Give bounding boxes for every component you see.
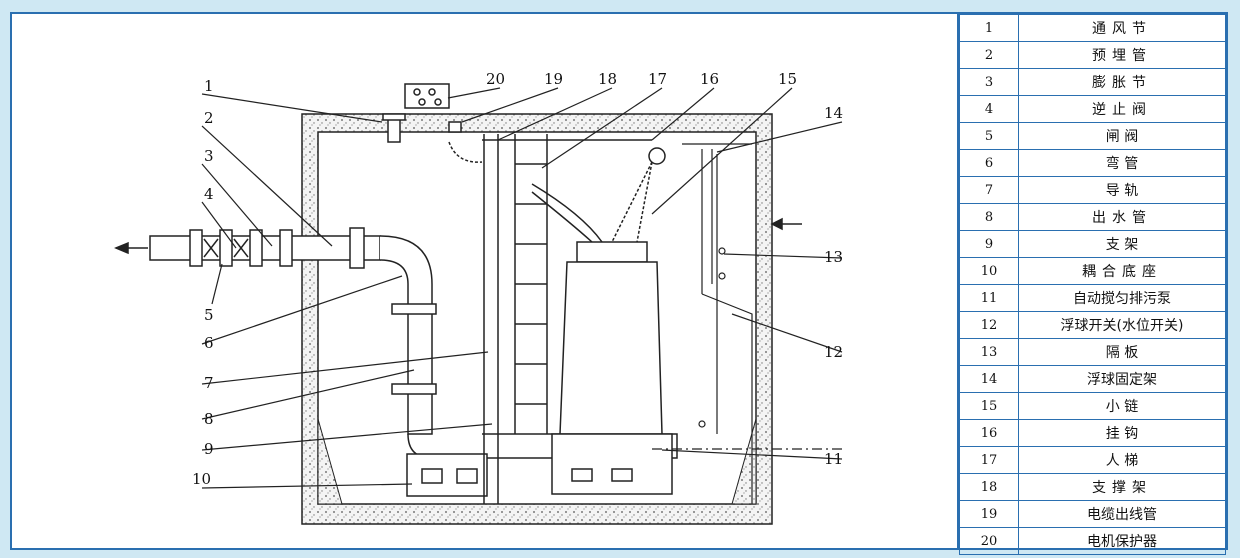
legend-part-name: 通风节: [1018, 14, 1226, 42]
legend-number: 19: [959, 500, 1019, 528]
outlet-pipe: [114, 227, 678, 459]
legend-number: 11: [959, 284, 1019, 312]
top-fittings: [382, 83, 802, 231]
legend-part-name: 逆止阀: [1018, 95, 1226, 123]
legend-part-name: 出水管: [1018, 203, 1226, 231]
callout-3: 3: [204, 147, 214, 165]
legend-number: 7: [959, 176, 1019, 204]
legend-part-name: 支撑架: [1018, 473, 1226, 501]
legend-part-name: 人 梯: [1018, 446, 1226, 474]
legend-number: 8: [959, 203, 1019, 231]
legend-number: 2: [959, 41, 1019, 69]
callout-5: 5: [204, 306, 214, 324]
callout-1: 1: [204, 77, 214, 95]
legend-part-name: 导 轨: [1018, 176, 1226, 204]
legend-number: 5: [959, 122, 1019, 150]
callout-6: 6: [204, 334, 214, 352]
legend-part-name: 电机保护器: [1018, 527, 1226, 555]
legend-number: 1: [959, 14, 1019, 42]
legend-part-name: 电缆出线管: [1018, 500, 1226, 528]
callout-leaders: [201, 87, 843, 489]
callout-14: 14: [824, 104, 843, 122]
legend-part-name: 隔 板: [1018, 338, 1226, 366]
figure-frame: 1 2 3 4 5 6 7 8 9 10 11 12 13 14 15 16 1…: [10, 12, 1228, 555]
callout-13: 13: [824, 248, 843, 266]
callout-9: 9: [204, 440, 214, 458]
legend-part-name: 浮球固定架: [1018, 365, 1226, 393]
legend-number: 4: [959, 95, 1019, 123]
diagram-svg: 1 2 3 4 5 6 7 8 9 10 11 12 13 14 15 16 1…: [114, 70, 843, 525]
callout-12: 12: [824, 343, 843, 361]
base-and-rails: [406, 134, 652, 504]
legend-part-name: 支 架: [1018, 230, 1226, 258]
callout-17: 17: [648, 70, 667, 88]
legend-part-name: 浮球开关(水位开关): [1018, 311, 1226, 339]
legend-part-name: 膨胀节: [1018, 68, 1226, 96]
legend-number: 9: [959, 230, 1019, 258]
callout-10: 10: [192, 470, 211, 488]
legend-number: 13: [959, 338, 1019, 366]
legend-number: 17: [959, 446, 1019, 474]
legend-part-name: 小 链: [1018, 392, 1226, 420]
legend-number: 14: [959, 365, 1019, 393]
legend-number: 10: [959, 257, 1019, 285]
pump-body: [531, 147, 673, 495]
legend-number: 12: [959, 311, 1019, 339]
legend-part-name: 自动搅匀排污泵: [1018, 284, 1226, 312]
pump-station-diagram: 1 2 3 4 5 6 7 8 9 10 11 12 13 14 15 16 1…: [12, 14, 957, 548]
callout-labels: 1 2 3 4 5 6 7 8 9 10 11 12 13 14 15 16 1…: [192, 70, 843, 488]
callout-16: 16: [700, 70, 719, 88]
legend-number: 3: [959, 68, 1019, 96]
legend-part-name: 闸 阀: [1018, 122, 1226, 150]
legend-number: 15: [959, 392, 1019, 420]
legend-number: 6: [959, 149, 1019, 177]
callout-2: 2: [204, 109, 214, 127]
legend-number: 16: [959, 419, 1019, 447]
callout-19: 19: [544, 70, 563, 88]
legend-part-name: 挂 钩: [1018, 419, 1226, 447]
callout-15: 15: [778, 70, 797, 88]
callout-4: 4: [204, 185, 214, 203]
callout-18: 18: [598, 70, 617, 88]
callout-11: 11: [824, 450, 843, 468]
float-switches: [652, 143, 842, 504]
legend-number: 20: [959, 527, 1019, 555]
callout-7: 7: [204, 374, 214, 392]
pit-walls: [301, 113, 773, 525]
legend-part-name: 耦合底座: [1018, 257, 1226, 285]
legend-part-name: 预埋管: [1018, 41, 1226, 69]
callout-20: 20: [486, 70, 505, 88]
legend-number: 18: [959, 473, 1019, 501]
callout-8: 8: [204, 410, 214, 428]
legend-part-name: 弯 管: [1018, 149, 1226, 177]
